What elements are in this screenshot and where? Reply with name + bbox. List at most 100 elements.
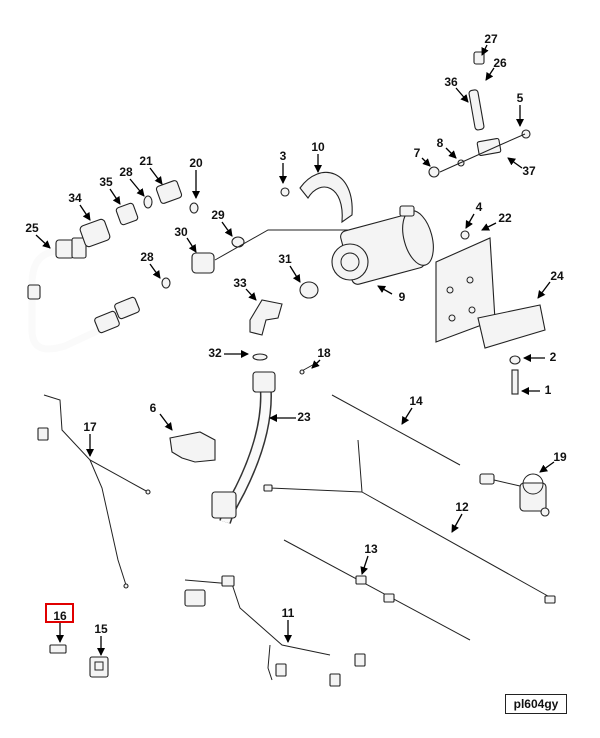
callout-leader-arrow [465, 213, 475, 229]
callout-29[interactable]: 29 [211, 208, 233, 237]
callout-18[interactable]: 18 [311, 346, 331, 369]
callout-leader-arrow [149, 263, 161, 279]
callout-number: 29 [211, 208, 225, 222]
callout-3[interactable]: 3 [279, 149, 287, 184]
callout-number: 6 [150, 401, 157, 415]
callout-15[interactable]: 15 [94, 622, 108, 656]
callout-leader-arrow [401, 407, 413, 425]
callout-32[interactable]: 32 [208, 346, 249, 360]
callout-28[interactable]: 28 [140, 250, 161, 279]
callout-number: 35 [99, 175, 113, 189]
harness-11 [184, 575, 366, 687]
callout-number: 37 [522, 164, 536, 178]
callout-23[interactable]: 23 [269, 410, 311, 424]
callout-33[interactable]: 33 [233, 276, 257, 301]
callout-leader-arrow [311, 359, 321, 369]
callout-26[interactable]: 26 [485, 56, 507, 81]
callout-6[interactable]: 6 [150, 401, 173, 431]
callout-leader-arrow [481, 222, 497, 231]
cables-and-rods [299, 361, 461, 466]
callout-leader-arrow [186, 237, 197, 253]
callout-number: 1 [545, 383, 552, 397]
callout-number: 30 [174, 225, 188, 239]
callout-leader-arrow [79, 204, 91, 221]
callout-number: 25 [25, 221, 39, 235]
callout-number: 2 [550, 350, 557, 364]
callout-leader-arrow [455, 87, 469, 103]
callout-leader-arrow [35, 234, 51, 249]
callout-leader-arrow [159, 413, 173, 431]
callout-number: 18 [317, 346, 331, 360]
callout-number: 13 [364, 542, 378, 556]
callout-labels: 1234567891011121314151617181920212223242… [25, 32, 567, 656]
strap [280, 171, 353, 224]
callout-37[interactable]: 37 [507, 157, 536, 178]
callout-36[interactable]: 36 [444, 75, 469, 103]
callout-8[interactable]: 8 [437, 136, 457, 159]
callout-9[interactable]: 9 [377, 285, 406, 304]
callout-number: 28 [119, 165, 133, 179]
callout-28[interactable]: 28 [119, 165, 145, 197]
callout-22[interactable]: 22 [481, 211, 512, 231]
callout-27[interactable]: 27 [481, 32, 498, 56]
callout-24[interactable]: 24 [537, 269, 564, 299]
callout-leader-arrow [109, 188, 121, 205]
callout-35[interactable]: 35 [99, 175, 121, 205]
callout-number: 16 [53, 609, 67, 623]
switch-19 [479, 473, 550, 517]
callout-number: 7 [414, 146, 421, 160]
callout-30[interactable]: 30 [174, 225, 197, 253]
callout-number: 27 [484, 32, 498, 46]
callout-leader-arrow [507, 157, 523, 169]
fittings-upper-left [79, 180, 199, 248]
callout-11[interactable]: 11 [282, 606, 295, 643]
fittings-center [161, 229, 355, 299]
callout-number: 22 [498, 211, 512, 225]
callout-16[interactable]: 16 [53, 609, 67, 643]
callout-number: 19 [553, 450, 567, 464]
callout-31[interactable]: 31 [278, 252, 301, 283]
callout-number: 11 [282, 606, 295, 620]
callout-number: 14 [409, 394, 423, 408]
callout-17[interactable]: 17 [83, 420, 97, 457]
callout-number: 3 [280, 149, 287, 163]
callout-number: 24 [550, 269, 564, 283]
callout-number: 4 [476, 200, 483, 214]
hose-assembly [27, 237, 140, 353]
callout-2[interactable]: 2 [523, 350, 557, 364]
callout-number: 36 [444, 75, 458, 89]
callout-leader-arrow [245, 288, 257, 301]
harness-12 [263, 439, 556, 604]
callout-leader-arrow [221, 221, 233, 237]
callout-number: 23 [297, 410, 311, 424]
callout-number: 17 [83, 420, 97, 434]
callout-25[interactable]: 25 [25, 221, 51, 249]
callout-leader-arrow [421, 157, 431, 167]
callout-number: 9 [399, 290, 406, 304]
callout-1[interactable]: 1 [521, 383, 552, 397]
callout-13[interactable]: 13 [360, 542, 378, 575]
callout-10[interactable]: 10 [311, 140, 325, 173]
small-parts [49, 644, 109, 678]
callout-19[interactable]: 19 [539, 450, 567, 473]
callout-leader-arrow [481, 44, 489, 56]
callout-leader-arrow [360, 555, 369, 575]
callout-leader-arrow [485, 67, 495, 81]
callout-14[interactable]: 14 [401, 394, 423, 425]
callout-leader-arrow [289, 265, 301, 283]
callout-4[interactable]: 4 [465, 200, 483, 229]
callout-leader-arrow [539, 461, 555, 473]
callout-number: 34 [68, 191, 82, 205]
callout-12[interactable]: 12 [451, 500, 469, 533]
harness-13 [283, 539, 471, 641]
callout-20[interactable]: 20 [189, 156, 203, 199]
callout-number: 8 [437, 136, 444, 150]
highlighted-callout-box [45, 603, 74, 623]
callout-7[interactable]: 7 [414, 146, 431, 167]
callout-5[interactable]: 5 [516, 91, 524, 127]
callout-number: 10 [311, 140, 325, 154]
callout-21[interactable]: 21 [139, 154, 163, 185]
callout-34[interactable]: 34 [68, 191, 91, 221]
